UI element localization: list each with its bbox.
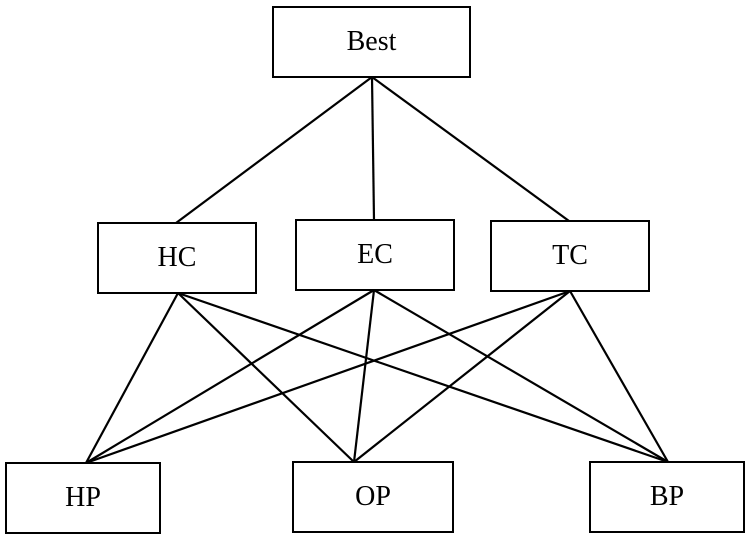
edge-best-ec xyxy=(370,76,376,221)
edge-ec-bp xyxy=(373,289,669,463)
edge-tc-hp xyxy=(85,289,571,465)
criterion-label-hc: HC xyxy=(157,242,197,273)
edge-best-tc xyxy=(371,76,570,222)
criterion-node-ec: EC xyxy=(295,219,455,291)
goal-node-best: Best xyxy=(272,6,471,78)
alternative-node-bp: BP xyxy=(589,461,745,533)
edge-best-hc xyxy=(175,76,373,224)
edge-ec-op xyxy=(352,289,376,463)
edge-tc-bp xyxy=(569,290,669,463)
edge-tc-op xyxy=(353,290,571,463)
edge-ec-hp xyxy=(85,289,375,464)
criterion-label-ec: EC xyxy=(357,239,393,270)
alternative-label-hp: HP xyxy=(65,482,101,513)
goal-label: Best xyxy=(346,26,397,57)
edge-hc-op xyxy=(177,292,355,463)
edge-hc-hp xyxy=(85,292,179,464)
criterion-label-tc: TC xyxy=(552,240,588,271)
criterion-node-hc: HC xyxy=(97,222,257,294)
criterion-node-tc: TC xyxy=(490,220,650,292)
alternative-node-hp: HP xyxy=(5,462,161,534)
alternative-node-op: OP xyxy=(292,461,454,533)
alternative-label-bp: BP xyxy=(649,481,685,512)
alternative-label-op: OP xyxy=(355,481,391,512)
edge-hc-bp xyxy=(177,291,669,464)
